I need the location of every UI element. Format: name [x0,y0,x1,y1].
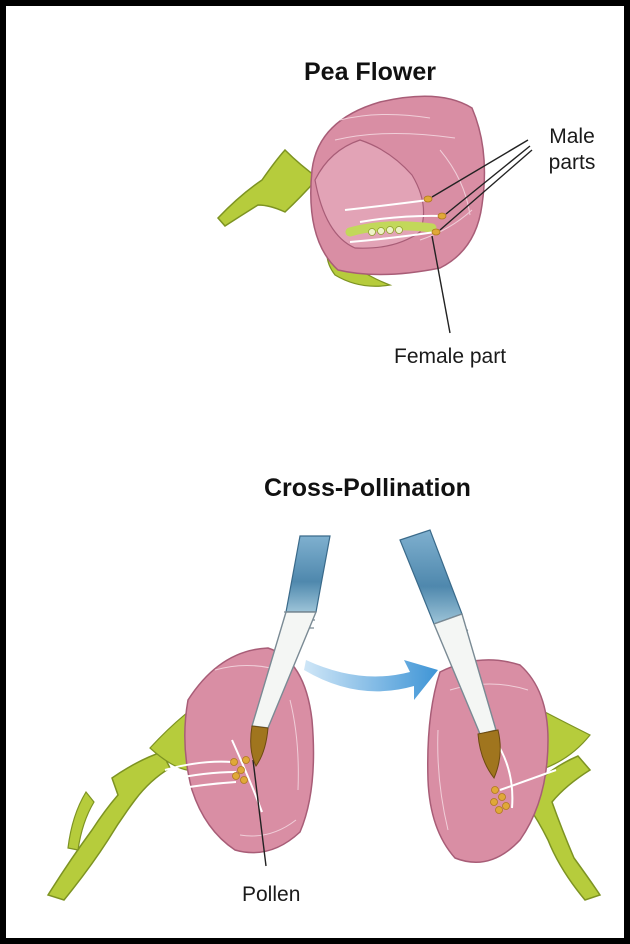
pea-flower [218,96,532,333]
left-flower-stem [48,752,170,900]
cross-pollination-title: Cross-Pollination [264,474,471,503]
left-brush-ferrule [286,536,330,612]
illustration [6,6,624,938]
male-parts-label-line1: Male [536,124,608,150]
female-part-label: Female part [394,344,506,370]
male-parts-label: Male parts [536,124,608,176]
pea-flower-title: Pea Flower [304,58,436,87]
pollen-label: Pollen [242,882,300,908]
pea-flower-stem [218,150,318,226]
right-brush-ferrule [400,530,462,624]
right-flower [428,660,600,900]
male-parts-label-line2: parts [536,150,608,176]
transfer-arrow [304,660,438,700]
